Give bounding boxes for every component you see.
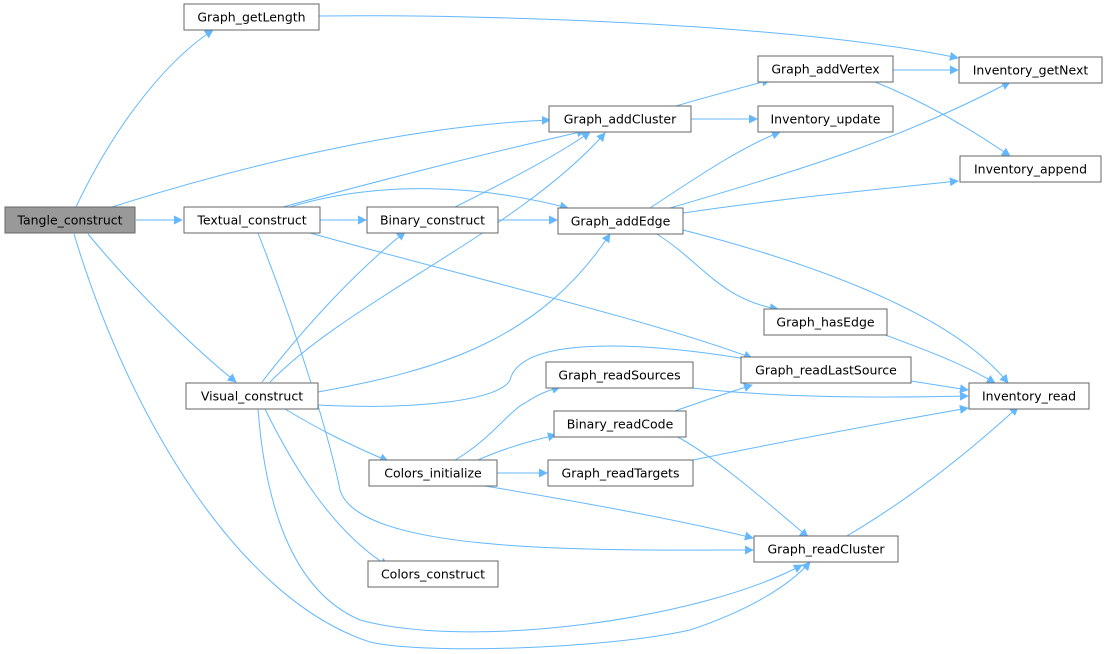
- node-label: Textual_construct: [196, 213, 306, 228]
- node-inventory-append[interactable]: Inventory_append: [959, 155, 1102, 183]
- edge-readcode-to-readcluster: [675, 435, 809, 538]
- edge-visual-to-colors-initialize: [284, 408, 389, 463]
- edge-tangle-to-addcluster: [111, 115, 551, 208]
- edge-addedge-to-read: [682, 229, 1009, 384]
- edge-getlength-to-getnext: [318, 15, 959, 61]
- node-graph-addcluster[interactable]: Graph_addCluster: [548, 105, 692, 133]
- edge-textual-to-addcluster: [282, 128, 586, 208]
- node-graph-readlastsource[interactable]: Graph_readLastSource: [740, 356, 912, 384]
- node-label: Graph_addVertex: [771, 62, 879, 77]
- edge-hasedge-to-read: [879, 332, 996, 384]
- edge-readtargets-to-read: [692, 404, 969, 461]
- edge-readcluster-to-read: [844, 406, 1019, 538]
- node-graph-addvertex[interactable]: Graph_addVertex: [757, 55, 894, 83]
- node-graph-hasedge[interactable]: Graph_hasEdge: [763, 308, 888, 336]
- edge-textual-to-readcluster: [257, 232, 754, 555]
- node-label: Graph_getLength: [197, 10, 305, 25]
- node-label: Graph_addEdge: [571, 214, 671, 229]
- edge-colors-init-to-readcode: [477, 432, 557, 461]
- edge-binary-to-addcluster: [454, 131, 591, 208]
- node-label: Graph_hasEdge: [776, 315, 874, 330]
- node-graph-readcluster[interactable]: Graph_readCluster: [753, 535, 899, 563]
- edge-visual-to-addcluster: [269, 132, 606, 383]
- node-graph-readtargets[interactable]: Graph_readTargets: [547, 459, 694, 487]
- node-label: Graph_readSources: [558, 368, 680, 383]
- edge-tangle-to-visual: [87, 233, 237, 383]
- node-label: Tangle_construct: [16, 213, 122, 228]
- node-label: Inventory_getNext: [973, 63, 1089, 78]
- edge-visual-to-readlastsource: [317, 345, 753, 407]
- node-graph-getlength[interactable]: Graph_getLength: [183, 3, 320, 31]
- edge-colors-init-to-readsources: [454, 385, 561, 461]
- node-label: Graph_readLastSource: [755, 363, 897, 378]
- edge-readlastsource-to-read: [910, 380, 969, 394]
- edge-addedge-to-update: [649, 130, 781, 209]
- node-label: Graph_addCluster: [564, 112, 677, 127]
- edge-visual-to-colors-construct: [264, 408, 389, 567]
- node-label: Colors_initialize: [384, 466, 482, 481]
- edge-tangle-to-getlength: [75, 29, 214, 208]
- edge-addedge-to-hasedge: [654, 232, 779, 313]
- node-label: Binary_readCode: [567, 417, 674, 432]
- node-label: Inventory_append: [974, 162, 1087, 177]
- node-colors-initialize[interactable]: Colors_initialize: [368, 459, 498, 487]
- node-textual-construct[interactable]: Textual_construct: [183, 206, 321, 234]
- edge-visual-to-addedge: [317, 233, 611, 393]
- node-inventory-update[interactable]: Inventory_update: [757, 105, 894, 133]
- node-label: Inventory_read: [982, 389, 1076, 404]
- edge-addcluster-to-addvertex: [675, 77, 771, 107]
- node-label: Colors_construct: [381, 567, 485, 582]
- edge-textual-to-addedge: [289, 188, 569, 211]
- edge-visual-to-binary: [261, 231, 406, 383]
- node-binary-readcode[interactable]: Binary_readCode: [553, 410, 687, 438]
- node-inventory-getnext[interactable]: Inventory_getNext: [958, 56, 1103, 84]
- node-label: Visual_construct: [201, 389, 303, 404]
- edge-colors-init-to-readcluster: [484, 485, 754, 541]
- node-label: Graph_readTargets: [562, 466, 680, 481]
- node-colors-construct[interactable]: Colors_construct: [367, 560, 499, 588]
- node-label: Binary_construct: [380, 213, 485, 228]
- edge-tangle-to-readcluster: [73, 233, 811, 650]
- edge-readcode-to-readlastsource: [671, 383, 753, 413]
- node-binary-construct[interactable]: Binary_construct: [366, 206, 499, 234]
- edge-addedge-to-append: [682, 177, 959, 214]
- node-graph-readsources[interactable]: Graph_readSources: [545, 361, 694, 389]
- edge-addvertex-to-append: [874, 81, 1011, 157]
- edge-addedge-to-getnext: [669, 81, 1011, 209]
- node-inventory-read[interactable]: Inventory_read: [968, 382, 1090, 410]
- edge-textual-to-readlastsource: [309, 232, 753, 360]
- edge-visual-to-readcluster: [257, 408, 803, 633]
- node-visual-construct[interactable]: Visual_construct: [185, 382, 319, 410]
- node-graph-addedge[interactable]: Graph_addEdge: [557, 207, 684, 235]
- node-label: Graph_readCluster: [767, 542, 885, 557]
- node-tangle-construct[interactable]: Tangle_construct: [4, 206, 136, 234]
- edge-readsources-to-read: [691, 387, 969, 401]
- node-label: Inventory_update: [771, 112, 881, 127]
